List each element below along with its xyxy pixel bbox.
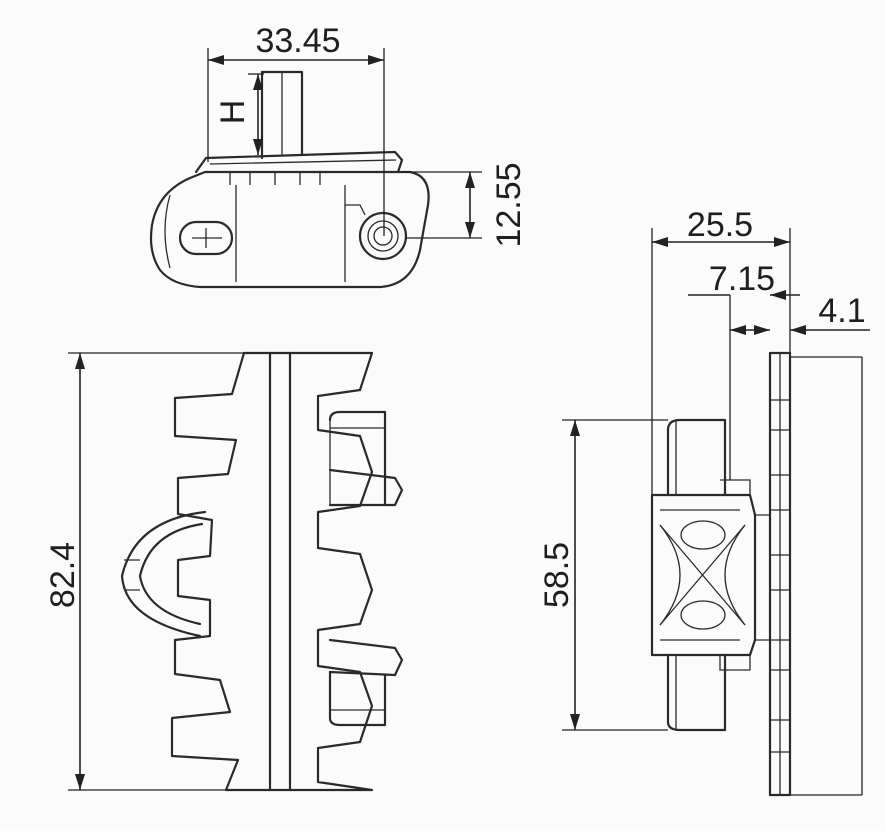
- dimension-h: H: [214, 73, 264, 155]
- side-view-frame-lines: [790, 356, 863, 796]
- dim-label-4-1: 4.1: [818, 292, 865, 330]
- side-view: [650, 351, 792, 797]
- dim-label-12-55: 12.55: [490, 162, 528, 247]
- top-view: [149, 70, 430, 289]
- dim-label-h: H: [214, 100, 252, 125]
- dimension-7-15: 7.15: [688, 260, 800, 480]
- dim-label-33-45: 33.45: [255, 22, 340, 60]
- dim-label-82-4: 82.4: [44, 542, 82, 608]
- dim-label-58-5: 58.5: [538, 542, 576, 608]
- dim-label-25-5: 25.5: [687, 206, 753, 244]
- plan-view: [120, 351, 404, 792]
- dimension-25-5: 25.5: [651, 206, 791, 495]
- dimension-82-4: 82.4: [44, 352, 244, 791]
- dim-label-7-15: 7.15: [709, 260, 775, 298]
- dimension-58-5: 58.5: [538, 419, 668, 731]
- dimension-33-45: 33.45: [207, 22, 385, 236]
- dimension-4-1: 4.1: [790, 292, 870, 335]
- dimension-12-55: 12.55: [402, 162, 528, 248]
